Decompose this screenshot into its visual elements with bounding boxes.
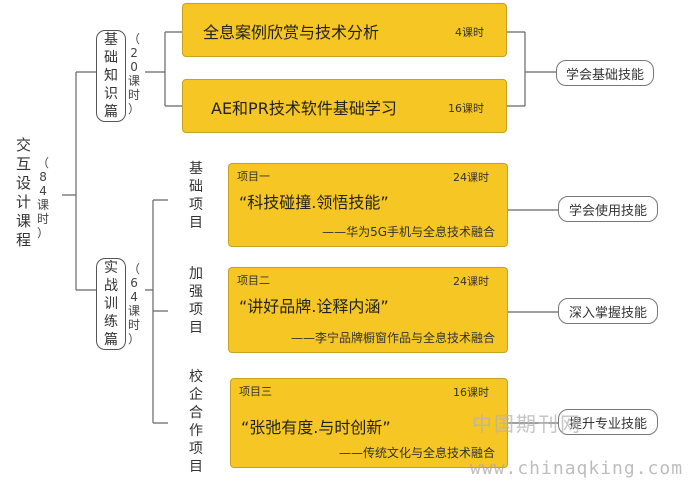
category-basic-project: 基础 项目 <box>189 161 203 231</box>
category-enhanced-project: 加强 项目 <box>189 266 203 336</box>
basic-item-1: 全息案例欣赏与技术分析 4课时 <box>182 3 507 57</box>
project-2-outcome: 深入掌握技能 <box>558 298 658 324</box>
category-school-enterprise-project: 校企 合作 项目 <box>189 369 203 475</box>
project-1-title: “科技碰撞.领悟技能” <box>239 193 389 212</box>
project-2-subtitle: ——李宁品牌橱窗作品与全息技术融合 <box>290 331 495 345</box>
project-2-title: “讲好品牌.诠释内涵” <box>239 297 389 316</box>
basic-item-1-title: 全息案例欣赏与技术分析 <box>203 23 380 42</box>
project-2-hours: 24课时 <box>453 275 489 288</box>
project-1-hours: 24课时 <box>453 171 489 184</box>
root-title: 交互设 计课程 <box>16 136 32 249</box>
project-3-outcome: 提升专业技能 <box>558 409 658 435</box>
project-3-subtitle: ——传统文化与全息技术融合 <box>338 446 495 460</box>
project-1: 项目一 24课时 “科技碰撞.领悟技能” ——华为5G手机与全息技术融合 <box>228 163 508 247</box>
project-2-label: 项目二 <box>237 274 270 287</box>
project-1-subtitle: ——华为5G手机与全息技术融合 <box>322 225 495 239</box>
basic-outcome: 学会基础技能 <box>556 60 654 86</box>
practice-section-label: 实战训 练篇 <box>96 258 126 350</box>
project-3: 项目三 16课时 “张弛有度.与时创新” ——传统文化与全息技术融合 <box>230 378 508 468</box>
project-1-outcome: 学会使用技能 <box>558 196 658 222</box>
project-1-label: 项目一 <box>237 170 270 183</box>
basic-item-2-hours: 16课时 <box>448 102 484 115</box>
project-3-title: “张弛有度.与时创新” <box>241 418 391 437</box>
basic-item-2: AE和PR技术软件基础学习 16课时 <box>182 79 507 133</box>
watermark-cn: 中国期刊网 <box>472 412 582 436</box>
basic-item-1-hours: 4课时 <box>455 26 484 39</box>
project-3-label: 项目三 <box>239 385 272 398</box>
project-2: 项目二 24课时 “讲好品牌.诠释内涵” ——李宁品牌橱窗作品与全息技术融合 <box>228 267 508 353</box>
project-3-hours: 16课时 <box>453 386 489 399</box>
watermark-url: www.chinaqking.com <box>470 458 684 479</box>
basic-section-label: 基础知 识篇 <box>96 30 126 122</box>
basic-item-2-title: AE和PR技术软件基础学习 <box>211 99 397 118</box>
